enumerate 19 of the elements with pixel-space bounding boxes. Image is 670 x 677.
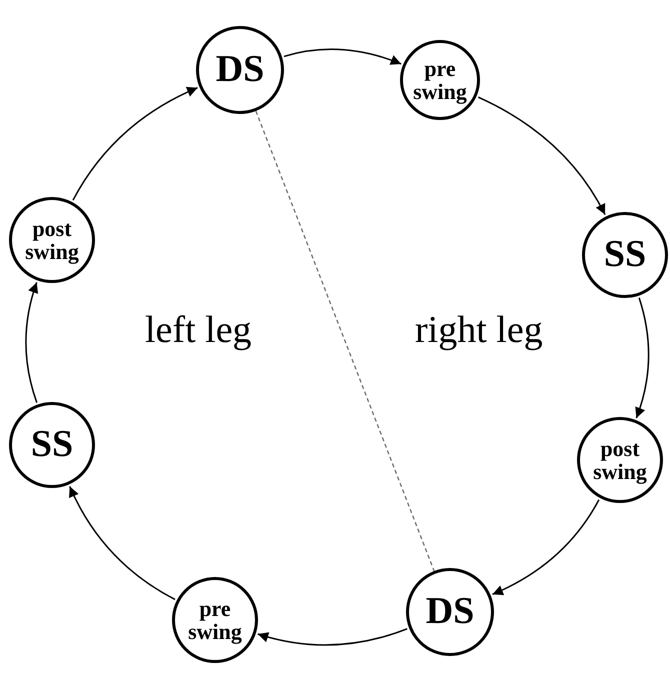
arrow <box>69 486 176 600</box>
arrow <box>478 96 606 216</box>
state-label: pre swing <box>412 56 468 104</box>
region-label: left leg <box>145 308 252 352</box>
dashed-line <box>255 110 435 572</box>
arrow <box>284 48 402 66</box>
state-label: SS <box>30 425 74 465</box>
state-label: SS <box>604 235 646 275</box>
state-label: DS <box>426 592 474 632</box>
region-label: right leg <box>415 308 543 352</box>
arrow <box>25 282 38 403</box>
arrow <box>634 298 650 418</box>
arrow <box>72 87 198 201</box>
arrow <box>258 628 408 646</box>
state-label: pre swing <box>187 596 243 644</box>
state-label: DS <box>216 50 264 90</box>
arrow <box>492 499 600 596</box>
state-label: post swing <box>592 436 648 484</box>
state-label: post swing <box>24 216 80 264</box>
